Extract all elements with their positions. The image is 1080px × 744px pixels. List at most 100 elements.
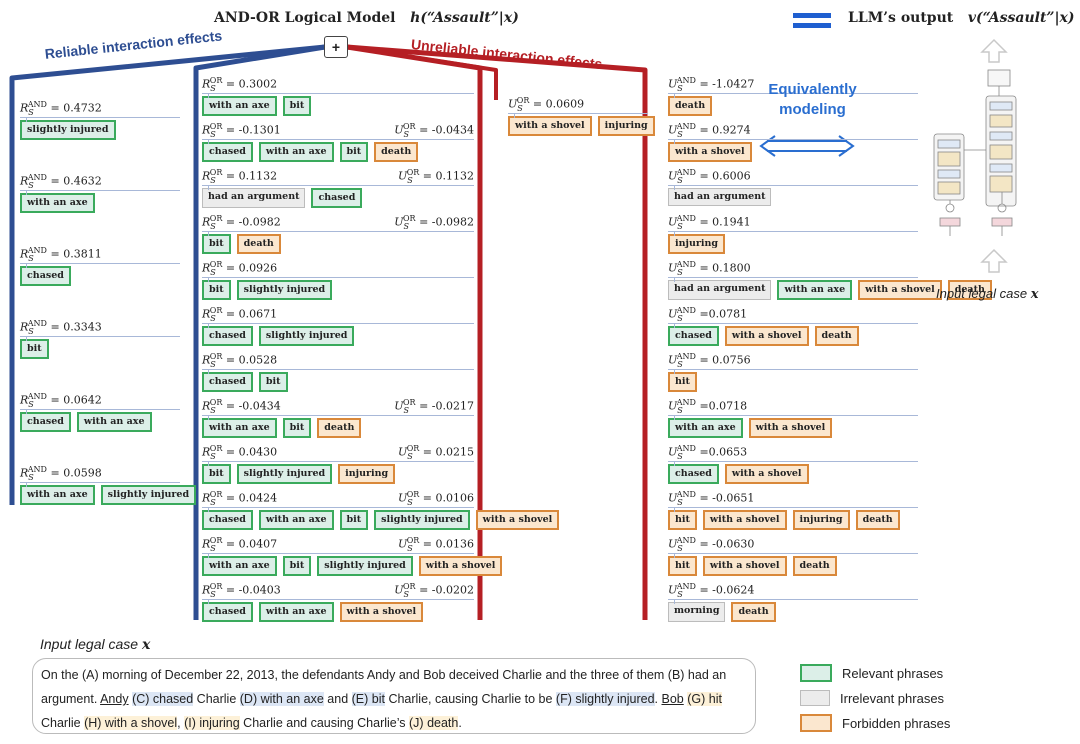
phrase-chip: slightly injured [236, 464, 333, 484]
effect-subscript: S [210, 83, 216, 93]
phrase-chip: with a shovel [508, 116, 592, 136]
legend-label: Forbidden phrases [842, 715, 951, 731]
effect-superscript: OR [516, 96, 530, 105]
effect-superscript: AND [676, 490, 696, 499]
effect-label: RSAND = 0.3811 [20, 242, 102, 268]
model-formula: h(“Assault”|x) [410, 10, 519, 26]
effect-subscript: S [210, 267, 216, 277]
phrase-chip: had an argument [668, 188, 772, 206]
effect-symbol: R [20, 393, 29, 407]
effect-symbol: U [508, 97, 518, 111]
tree-connector [668, 507, 918, 512]
effect-value: =0.0653 [699, 445, 748, 459]
phrase-chip: death [731, 602, 776, 622]
effect-label: USAND = -0.0651 [668, 486, 754, 512]
phrase-chip: slightly injured [374, 510, 470, 530]
effect-superscript: AND [676, 122, 696, 131]
unreliable-value: = 0.0215 [422, 445, 474, 459]
effect-symbol: U [668, 77, 678, 91]
phrase-chip: with a shovel [475, 510, 560, 530]
up-arrow-bottom [980, 248, 1008, 273]
effect-superscript: OR [209, 260, 223, 269]
effect-subscript: S [677, 359, 683, 369]
effect-symbol: U [668, 491, 678, 505]
unreliable-value: = 0.1132 [422, 169, 474, 183]
tree-connector [202, 277, 474, 282]
effect-subscript: S [28, 180, 34, 190]
case-segment: and [323, 692, 352, 706]
effect-symbol: U [668, 399, 678, 413]
effect-subscript: S [28, 326, 34, 336]
effect-superscript: AND [27, 465, 47, 474]
up-arrow-top [980, 38, 1008, 63]
effect-value: = -0.0630 [699, 537, 755, 551]
effect-superscript: AND [676, 168, 696, 177]
effect-subscript: S [210, 543, 216, 553]
unreliable-superscript: OR [406, 536, 420, 545]
input-case-text: On the (A) morning of December 22, 2013,… [32, 658, 756, 734]
effect-symbol: U [668, 261, 678, 275]
phrase-chip: had an argument [202, 188, 306, 208]
effect-symbol: R [20, 247, 29, 261]
model-title: AND-OR Logical Model h(“Assault”|x) [214, 10, 519, 26]
effect-subscript: S [677, 267, 683, 277]
effect-subscript: S [210, 451, 216, 461]
interaction-label: USOR = 0.0609 [508, 92, 648, 113]
effect-label: RSAND = 0.4632 [20, 169, 102, 195]
effect-subscript: S [28, 472, 34, 482]
effect-symbol: R [20, 101, 29, 115]
effect-superscript: AND [676, 76, 696, 85]
effect-subscript: S [677, 451, 683, 461]
case-segment: Bob [661, 692, 684, 706]
case-segment: (J) death [409, 716, 459, 730]
phrase-chip: bit [202, 280, 231, 300]
phrase-chip: with an axe [777, 280, 853, 300]
phrase-chip: with an axe [258, 510, 334, 530]
effect-subscript: S [677, 405, 683, 415]
legend-item: Relevant phrases [800, 664, 950, 682]
effect-label: USAND = -0.0630 [668, 532, 754, 558]
phrase-chip: with a shovel [702, 510, 787, 530]
input-case-right-text: Input legal case [936, 286, 1028, 301]
phrase-chip: with a shovel [748, 418, 833, 438]
interaction-label: USAND = -0.0624 [668, 578, 918, 599]
phrase-chip: with an axe [202, 556, 277, 576]
equals-bar-top [793, 13, 831, 18]
unreliable-superscript: OR [402, 122, 416, 131]
unreliable-value: = -0.0217 [419, 399, 474, 413]
effect-symbol: U [668, 353, 678, 367]
effect-value: = -0.0982 [225, 215, 281, 229]
effect-symbol: R [202, 583, 211, 597]
case-segment: (B) had an argument [41, 668, 727, 706]
effect-superscript: AND [676, 352, 696, 361]
effect-superscript: OR [209, 214, 223, 223]
model-title-text: AND-OR Logical Model [214, 10, 396, 26]
unreliable-value: = -0.0982 [419, 215, 474, 229]
unreliable-symbol: U [397, 491, 408, 505]
effect-symbol: R [202, 307, 211, 321]
effect-superscript: AND [676, 398, 696, 407]
phrase-chip: with a shovel [724, 464, 809, 484]
transformer-diagram [933, 69, 1017, 236]
phrase-chip: with an axe [76, 412, 152, 432]
effect-symbol: R [20, 174, 29, 188]
effect-symbol: R [202, 215, 211, 229]
tree-connector [202, 323, 474, 328]
effect-subscript: S [210, 589, 216, 599]
unreliable-superscript: OR [406, 444, 420, 453]
